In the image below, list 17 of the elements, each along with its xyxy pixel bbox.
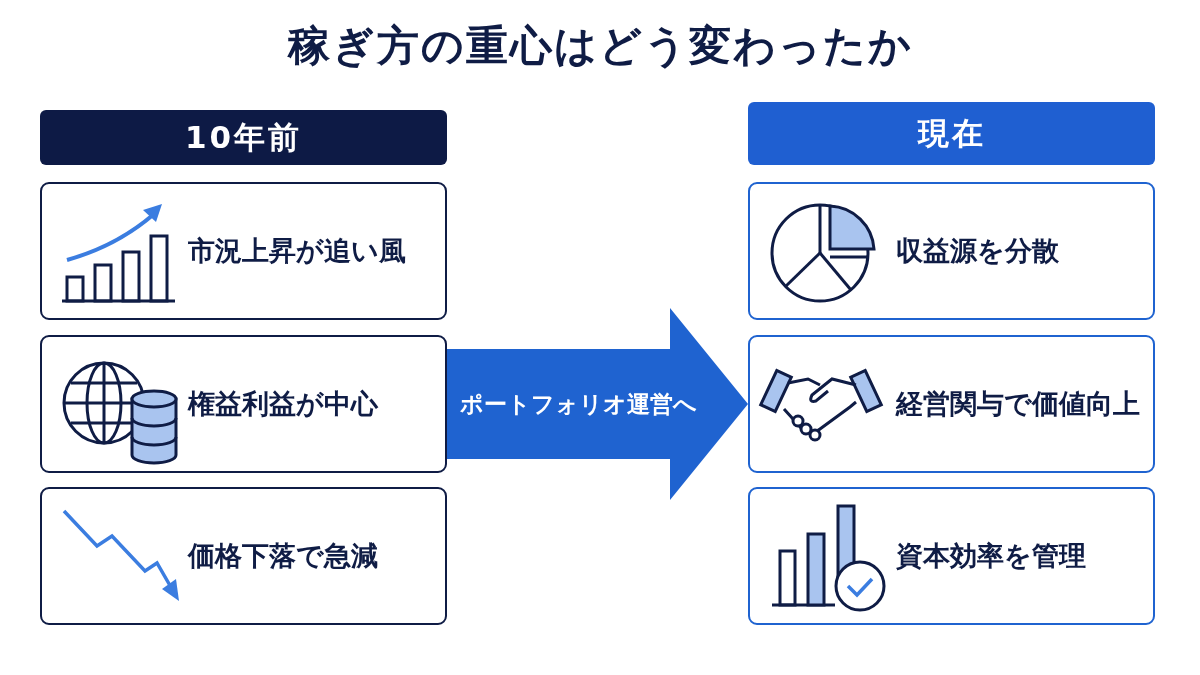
column-header: [748, 102, 1155, 165]
item-text: 経営関与で価値向上: [896, 387, 1140, 421]
item-card: [748, 335, 1155, 473]
header-text: 現在: [917, 113, 986, 153]
item-card: [748, 182, 1155, 320]
item-card: [40, 182, 447, 320]
item-text: 収益源を分散: [896, 234, 1059, 268]
title: 稼ぎ方の重心はどう変わったか: [286, 20, 914, 72]
item-card: [40, 487, 447, 625]
item-text: 市況上昇が追い風: [188, 234, 406, 268]
column-header: [40, 110, 447, 165]
item-text: 資本効率を管理: [896, 539, 1086, 573]
item-card: [748, 487, 1155, 625]
header-text: 10年前: [184, 117, 303, 157]
item-card: [40, 335, 447, 473]
item-text: 価格下落で急減: [188, 539, 378, 573]
item-text: 権益利益が中心: [188, 387, 378, 421]
